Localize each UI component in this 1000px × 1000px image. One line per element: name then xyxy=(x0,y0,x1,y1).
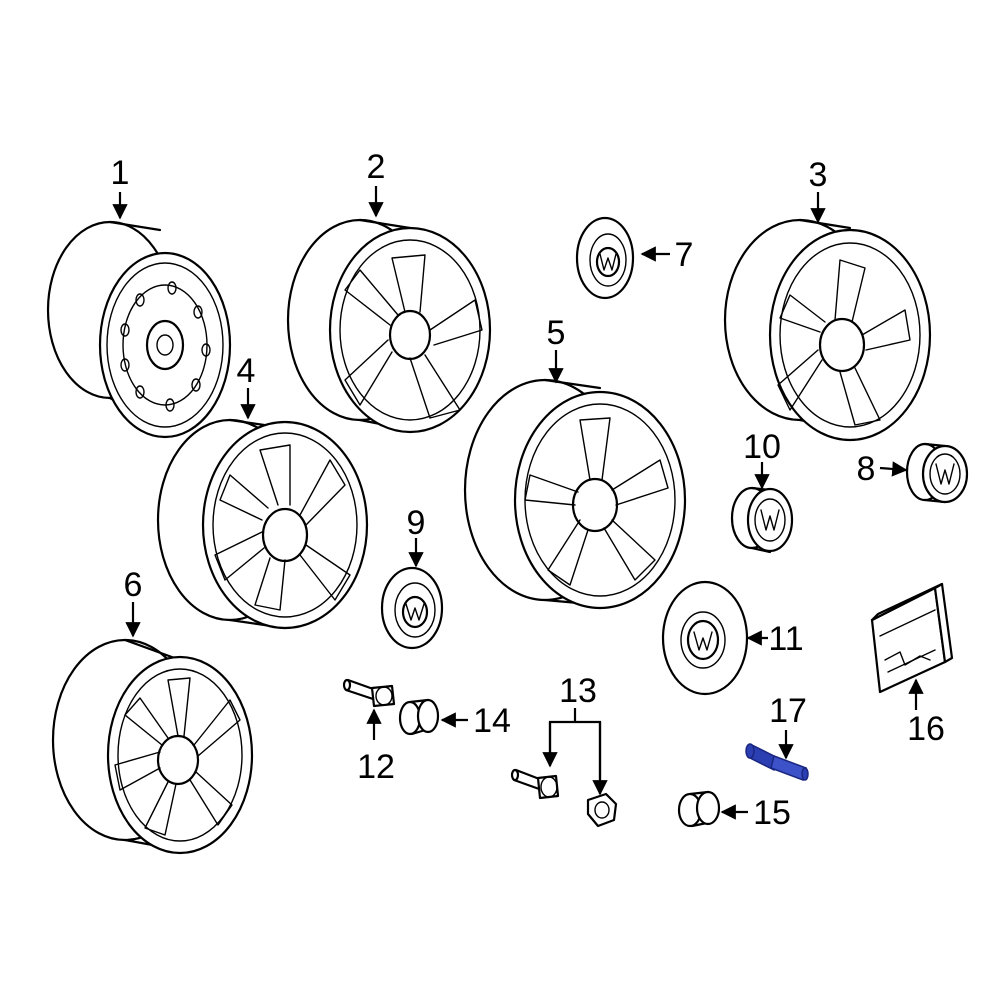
emblem-cap-part-10[interactable] xyxy=(730,486,794,554)
center-cap-part-7[interactable] xyxy=(575,216,635,300)
callout-labels: 1 2 3 4 5 6 7 8 9 10 11 12 13 14 15 16 1… xyxy=(111,148,945,832)
emblem-cap-part-8[interactable] xyxy=(905,442,969,504)
sleeve-part-15[interactable] xyxy=(677,790,721,828)
callout-3: 3 xyxy=(809,156,828,194)
kit-box-part-16[interactable] xyxy=(870,582,954,694)
alloy-wheel-part-4[interactable] xyxy=(156,418,369,630)
callout-10: 10 xyxy=(743,428,781,466)
callout-6: 6 xyxy=(124,566,143,604)
callout-16: 16 xyxy=(907,710,945,748)
callout-4: 4 xyxy=(237,352,256,390)
callout-13: 13 xyxy=(559,672,597,710)
callout-12: 12 xyxy=(357,748,395,786)
bolt-part-12[interactable] xyxy=(342,678,396,708)
callout-1: 1 xyxy=(111,154,130,192)
callout-9: 9 xyxy=(407,504,426,542)
callout-11: 11 xyxy=(768,620,803,658)
callout-17: 17 xyxy=(769,692,807,730)
valve-stem-part-17[interactable] xyxy=(745,743,809,781)
hub-cover-part-11[interactable] xyxy=(661,580,749,696)
callout-14: 14 xyxy=(473,702,511,740)
alloy-wheel-part-6[interactable] xyxy=(51,638,254,855)
steel-wheel-part-1[interactable] xyxy=(46,220,232,439)
alloy-wheel-part-3[interactable] xyxy=(723,218,932,442)
callout-5: 5 xyxy=(547,314,566,352)
callout-2: 2 xyxy=(367,148,386,186)
callout-7: 7 xyxy=(675,236,694,274)
center-cap-part-9[interactable] xyxy=(380,566,444,650)
sleeve-part-14[interactable] xyxy=(398,698,440,736)
alloy-wheel-part-5[interactable] xyxy=(463,378,687,610)
bolt-part-13[interactable] xyxy=(510,768,618,828)
leader-lines xyxy=(112,186,924,820)
callout-8: 8 xyxy=(857,450,876,488)
alloy-wheel-part-2[interactable] xyxy=(286,218,492,434)
callout-15: 15 xyxy=(753,794,791,832)
